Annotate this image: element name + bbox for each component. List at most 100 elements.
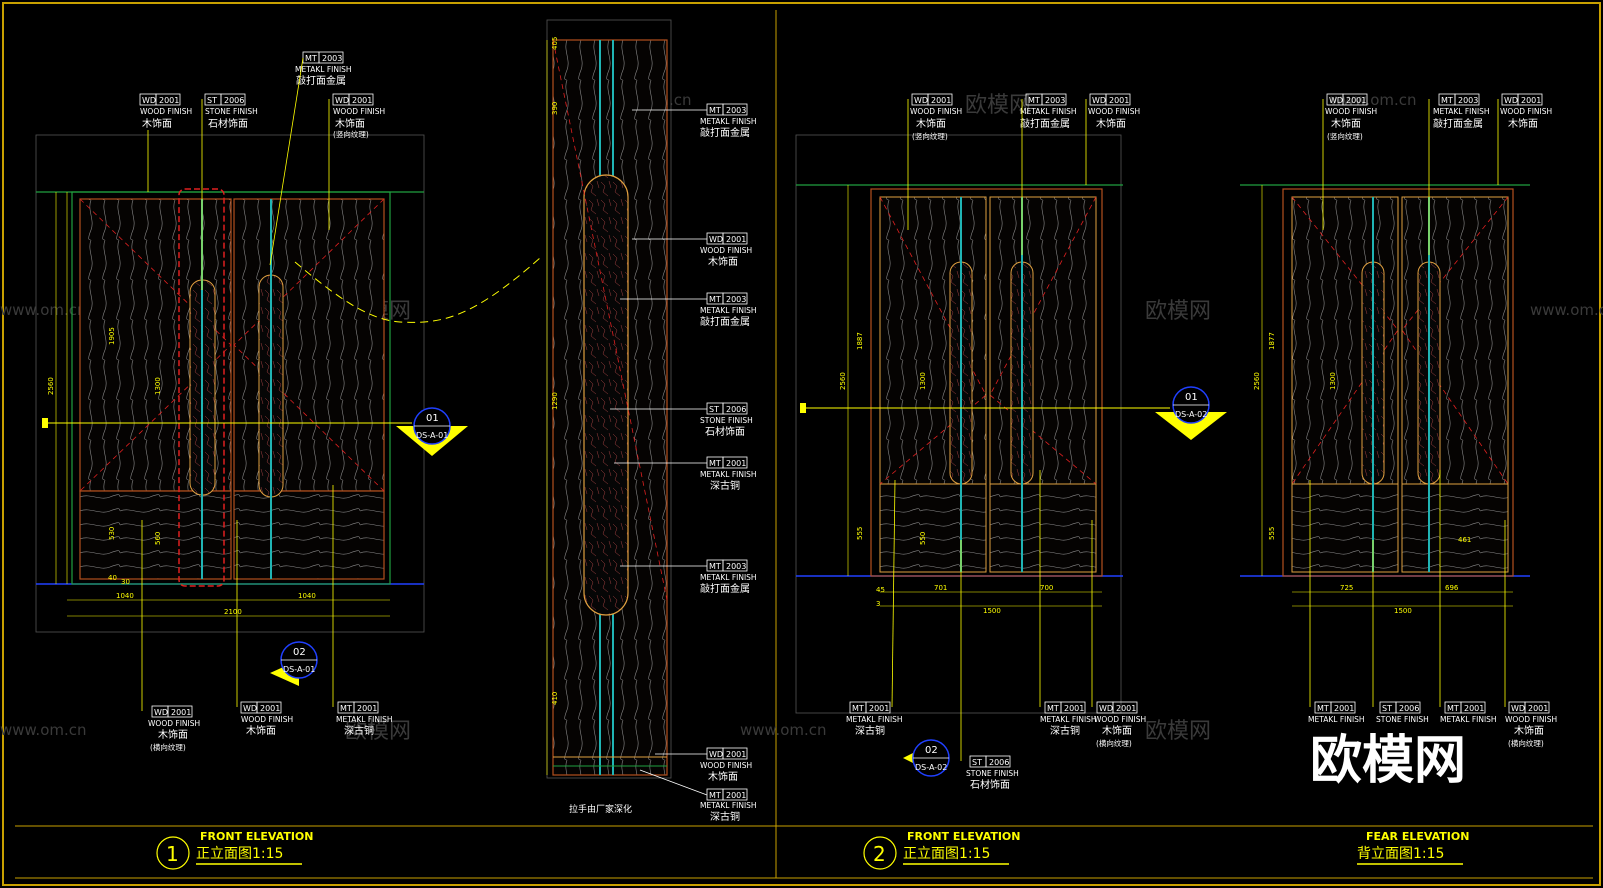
svg-text:木饰面: 木饰面 — [246, 724, 276, 737]
marker-bottom: DS-A-01 — [283, 665, 315, 674]
svg-text:石材饰面: 石材饰面 — [208, 117, 248, 130]
svg-text:木饰面: 木饰面 — [1096, 117, 1126, 130]
svg-text:敲打面金属: 敲打面金属 — [296, 74, 346, 87]
svg-text:WOOD FINISH: WOOD FINISH — [1094, 715, 1146, 724]
section-marker-2[interactable]: 02 DS-A-01 — [270, 641, 318, 686]
svg-text:ST: ST — [207, 96, 217, 105]
svg-text:2001: 2001 — [1528, 704, 1548, 713]
svg-text:WD: WD — [709, 750, 723, 759]
dim-label: 1290 — [551, 392, 559, 410]
section-marker-3[interactable]: 01 DS-A-02 — [1155, 386, 1227, 440]
marker-bottom: DS-A-02 — [1175, 410, 1207, 419]
section-marker-4[interactable]: 02 DS-A-02 — [903, 739, 950, 777]
svg-text:METAKL FINISH: METAKL FINISH — [1040, 715, 1097, 724]
svg-text:STONE FINISH: STONE FINISH — [1376, 715, 1429, 724]
dim-label: 30 — [121, 578, 130, 586]
svg-text:MT: MT — [709, 106, 721, 115]
svg-text:2006: 2006 — [1399, 704, 1419, 713]
svg-text:2006: 2006 — [989, 758, 1009, 767]
title-number: 1 — [166, 842, 179, 866]
marker-top: 02 — [293, 647, 306, 658]
svg-text:WOOD FINISH: WOOD FINISH — [700, 246, 752, 255]
svg-text:MT: MT — [1317, 704, 1329, 713]
svg-text:WOOD FINISH: WOOD FINISH — [700, 761, 752, 770]
svg-text:METAKL FINISH: METAKL FINISH — [336, 715, 393, 724]
title-en: FEAR ELEVATION — [1366, 830, 1469, 843]
svg-text:WOOD FINISH: WOOD FINISH — [148, 719, 200, 728]
svg-text:2001: 2001 — [726, 235, 746, 244]
svg-text:(横向纹理): (横向纹理) — [1096, 738, 1132, 748]
marker-bottom: DS-A-01 — [416, 431, 448, 440]
svg-text:MT: MT — [1028, 96, 1040, 105]
title-number: 2 — [873, 842, 886, 866]
svg-text:MT: MT — [305, 54, 317, 63]
svg-text:石材饰面: 石材饰面 — [705, 425, 745, 438]
svg-text:2001: 2001 — [1464, 704, 1484, 713]
section-detail: 390 1290 410 405 拉手由厂家深化 — [546, 19, 672, 815]
dim-label: 40 — [108, 574, 117, 582]
marker-top: 01 — [1185, 392, 1198, 403]
title-en: FRONT ELEVATION — [907, 830, 1021, 843]
dim-label: 530 — [108, 527, 116, 540]
svg-text:2006: 2006 — [224, 96, 244, 105]
svg-text:深古铜: 深古铜 — [710, 810, 740, 823]
svg-text:2006: 2006 — [726, 405, 746, 414]
svg-text:METAKL FINISH: METAKL FINISH — [295, 65, 352, 74]
svg-text:WD: WD — [914, 96, 928, 105]
dim-label: 1300 — [1329, 372, 1337, 390]
dim-label: 725 — [1340, 584, 1353, 592]
svg-text:2001: 2001 — [1109, 96, 1129, 105]
watermark-url: www.om.cn — [0, 721, 87, 739]
watermark-text: 欧模网 — [345, 719, 411, 744]
svg-text:MT: MT — [852, 704, 864, 713]
svg-text:木饰面: 木饰面 — [708, 770, 738, 783]
svg-text:METAKL FINISH: METAKL FINISH — [1433, 107, 1490, 116]
svg-text:METAKL FINISH: METAKL FINISH — [700, 470, 757, 479]
svg-text:WOOD FINISH: WOOD FINISH — [910, 107, 962, 116]
title-block-3: FEAR ELEVATION 背立面图1:15 — [1357, 830, 1469, 865]
svg-text:MT: MT — [709, 295, 721, 304]
svg-text:木饰面: 木饰面 — [1508, 117, 1538, 130]
section-marker-1[interactable]: 01 DS-A-01 — [396, 407, 468, 456]
svg-text:WD: WD — [1099, 704, 1113, 713]
svg-text:MT: MT — [1447, 704, 1459, 713]
dim-label: 1905 — [108, 327, 116, 345]
svg-text:WD: WD — [154, 708, 168, 717]
title-cn: 背立面图1:15 — [1357, 846, 1444, 862]
svg-text:METAKL FINISH: METAKL FINISH — [700, 117, 757, 126]
dim-label: 701 — [934, 584, 947, 592]
svg-text:WOOD FINISH: WOOD FINISH — [241, 715, 293, 724]
